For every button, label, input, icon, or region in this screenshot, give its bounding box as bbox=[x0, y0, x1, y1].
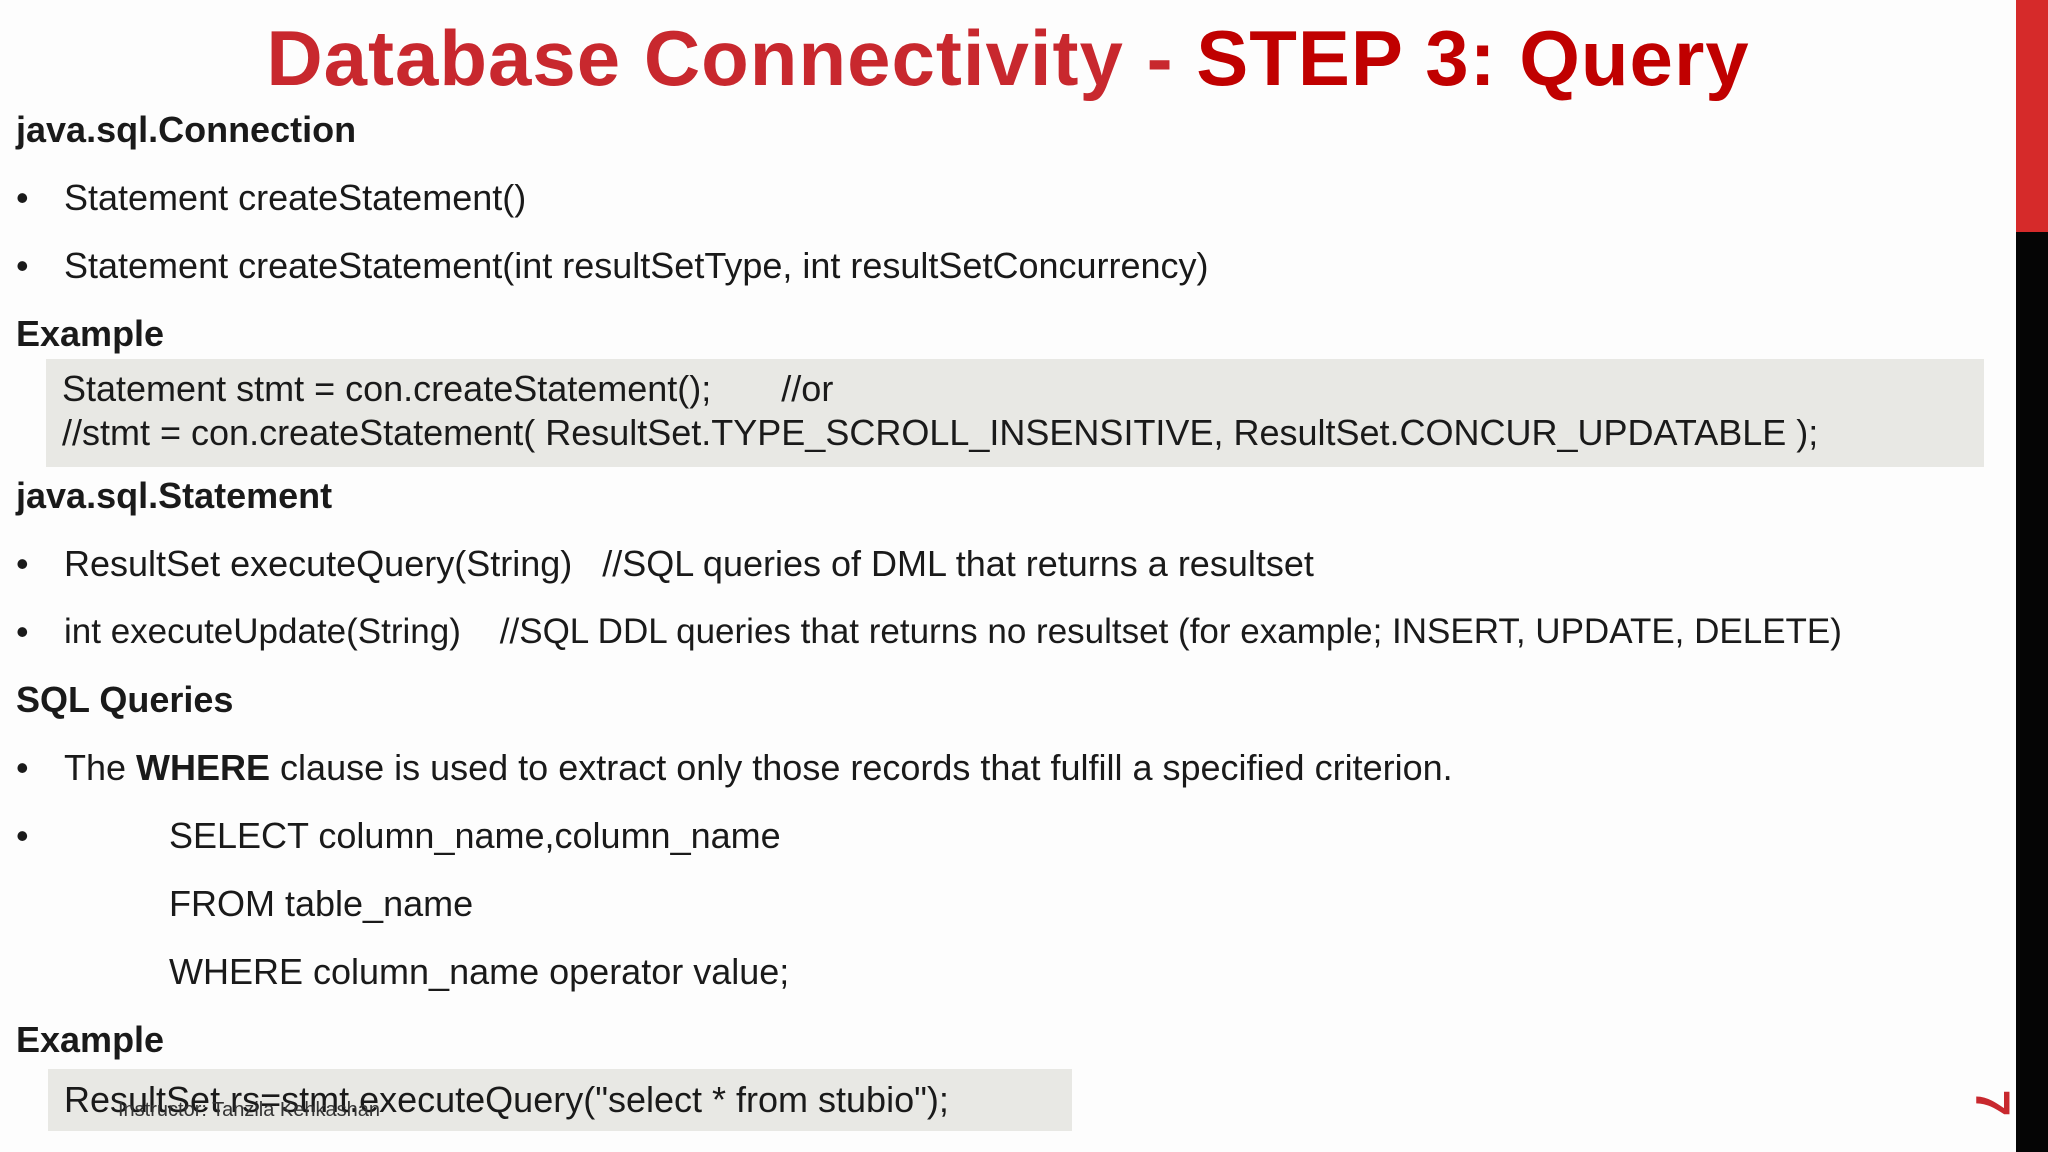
code-block: ResultSet rs=stmt.executeQuery("select *… bbox=[48, 1069, 1072, 1131]
side-accent-red bbox=[2016, 0, 2048, 232]
bullet-icon: • bbox=[16, 611, 29, 652]
bullet-icon: • bbox=[16, 543, 29, 584]
sql-syntax-line: WHERE column_name operator value; bbox=[169, 951, 790, 992]
code-line: //stmt = con.createStatement( ResultSet.… bbox=[62, 412, 1819, 453]
footer-instructor: Instructor: Tanzila Kehkashan bbox=[118, 1099, 381, 1121]
code-line: ResultSet rs=stmt.executeQuery("select *… bbox=[64, 1079, 949, 1120]
where-prefix: The bbox=[64, 747, 137, 788]
code-line: Statement stmt = con.createStatement(); … bbox=[62, 368, 834, 409]
example-heading: Example bbox=[16, 313, 165, 354]
sql-syntax-line: FROM table_name bbox=[169, 883, 474, 924]
bullet-icon: • bbox=[16, 245, 29, 286]
bullet-icon: • bbox=[16, 815, 29, 856]
slide-title: Database Connectivity - STEP 3: Query bbox=[0, 8, 2016, 108]
bullet-text: The WHERE clause is used to extract only… bbox=[64, 746, 1453, 790]
bullet-text: int executeUpdate(String) //SQL DDL quer… bbox=[64, 612, 1842, 651]
example-heading: Example bbox=[16, 1019, 165, 1060]
bullet-text: Statement createStatement(int resultSetT… bbox=[64, 245, 1209, 286]
code-block: Statement stmt = con.createStatement(); … bbox=[46, 359, 1984, 467]
where-keyword: WHERE bbox=[136, 747, 271, 788]
side-accent-black bbox=[2016, 232, 2048, 1152]
bullet-icon: • bbox=[16, 747, 29, 788]
title-step: STEP 3: Query bbox=[1196, 14, 1750, 102]
sql-syntax-line: SELECT column_name,column_name bbox=[169, 815, 781, 856]
bullet-text: Statement createStatement() bbox=[64, 177, 527, 218]
connection-heading: java.sql.Connection bbox=[16, 109, 357, 150]
where-suffix: clause is used to extract only those rec… bbox=[270, 747, 1453, 788]
sql-heading: SQL Queries bbox=[16, 679, 234, 720]
bullet-text: ResultSet executeQuery(String) //SQL que… bbox=[64, 543, 1314, 584]
title-main: Database Connectivity - bbox=[266, 14, 1197, 102]
page-number: 7 bbox=[1965, 1089, 2018, 1117]
statement-heading: java.sql.Statement bbox=[16, 475, 333, 516]
bullet-icon: • bbox=[16, 177, 29, 218]
